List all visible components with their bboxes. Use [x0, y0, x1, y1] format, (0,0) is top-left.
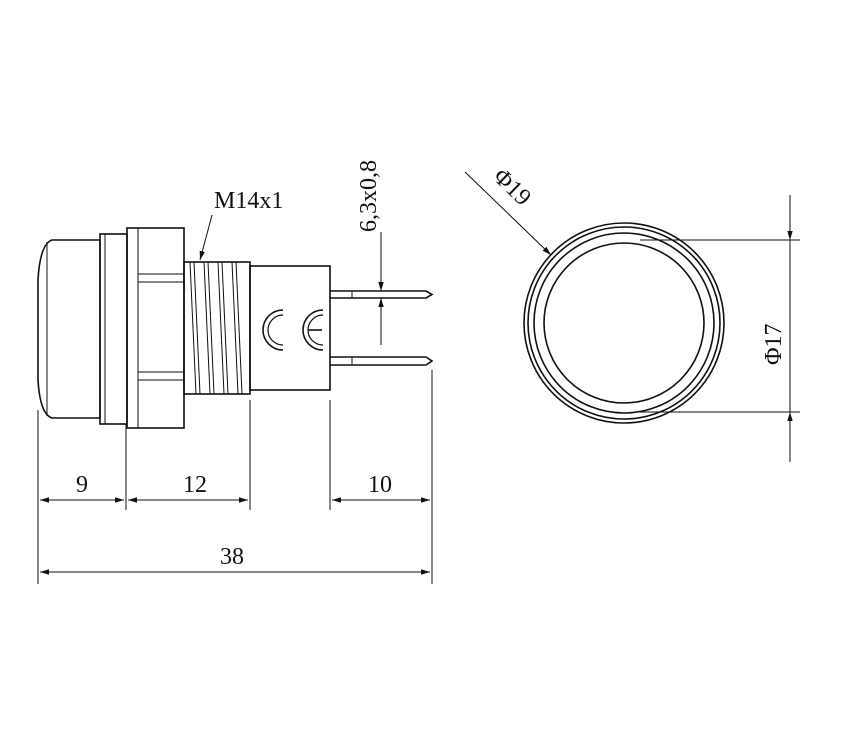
outer-diameter-label: Φ19 [488, 164, 536, 212]
thread [183, 261, 251, 395]
nut [126, 227, 185, 429]
dim-total-label: 38 [220, 544, 244, 570]
housing [249, 265, 331, 391]
pin-lower [330, 356, 434, 366]
ce-mark-icon [262, 309, 324, 351]
inner-diameter-label: Φ17 [761, 323, 787, 365]
dimensions-side [37, 214, 433, 584]
side-view [37, 227, 434, 429]
thread-label: M14x1 [214, 188, 283, 214]
front-view [523, 222, 725, 424]
dim-pins-label: 10 [368, 472, 392, 498]
dim-thread-label: 12 [183, 472, 207, 498]
pin-upper [330, 290, 434, 299]
dimensions-front [464, 171, 800, 462]
dim-cap-label: 9 [76, 472, 88, 498]
flange [99, 233, 128, 425]
pin-size-label: 6,3x0,8 [356, 160, 382, 232]
